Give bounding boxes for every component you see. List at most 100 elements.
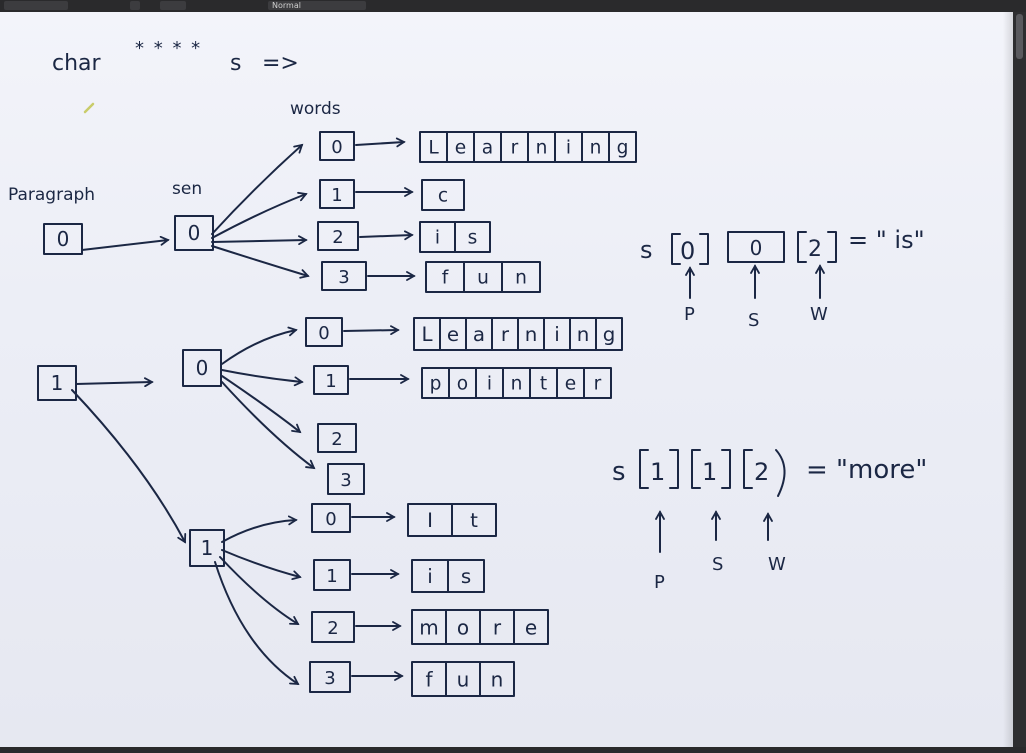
word-node: 3 [321,261,367,291]
letter-cell: a [473,323,485,346]
letter-cell: n [515,268,527,289]
letter-cell-box [479,661,515,697]
word-index: 0 [325,509,336,530]
letter-cell: i [487,374,492,395]
declaration-stars: * * * * [135,38,202,59]
letter-cell: g [617,138,629,159]
declaration-type: char [52,51,102,76]
scrollbar-thumb[interactable] [1016,14,1023,59]
letter-cell: L [421,323,432,346]
example-1: s 0 0 2 = " is" P S W [640,226,925,331]
word-node: 3 [327,463,365,495]
word-node: 0 [305,317,343,347]
letter-cell: e [455,138,466,159]
paragraph-index: 1 [51,371,64,395]
letter-cell: r [501,323,510,346]
paragraph-node-0: 0 [43,223,83,255]
example-index-3: 2 [754,458,769,486]
word-index: 1 [325,371,336,392]
letter-cell-box [583,367,612,399]
example-label-w: W [810,304,828,325]
example-index-1: 1 [650,458,665,486]
sentence-index: 0 [196,356,209,380]
example-label-p: P [654,572,665,593]
word-node: 1 [319,179,355,209]
label-sentence: sen [172,179,202,199]
letter-cell: r [511,138,519,159]
letter-cell: o [457,615,469,639]
letter-cell: f [425,667,433,691]
example-index-1: 0 [680,237,695,265]
toolbar-control[interactable] [160,1,186,10]
word-index: 1 [331,185,342,206]
letter-cell-box [447,559,485,593]
toolbar-control[interactable] [4,1,68,10]
letter-cell: c [438,186,448,207]
paragraph-node-1: 1 [37,365,77,401]
word-index: 3 [338,267,349,288]
example-2: s 1 1 2 = "more" P S W [612,449,927,593]
letter-cell: n [577,323,590,346]
letter-cell: n [491,667,504,691]
word-node: 2 [311,611,355,643]
letter-cell-box [513,609,549,645]
word-node: 0 [319,131,355,161]
letter-cell: e [447,323,459,346]
letter-cell: n [536,138,548,159]
letter-cell-box [501,261,541,293]
letter-cell: m [419,615,438,639]
handwritten-diagram: char * * * * s => Paragraph sen words [8,38,927,697]
status-bar [0,747,1026,753]
letter-cell: e [525,615,537,639]
example-prefix: s [640,236,653,264]
word-index: 0 [318,323,329,344]
pen-mark [83,102,95,114]
letter-cell: t [470,509,478,532]
letter-cell-box [454,221,491,253]
declaration-arrow: => [262,51,299,76]
example-label-w: W [768,554,786,575]
sentence-node-p1-s1: 1 [189,529,225,567]
letter-cell: s [461,565,471,588]
sentence-index: 0 [188,221,201,245]
letter-cell: L [428,138,439,159]
letter-cell-box [595,317,623,351]
word-index: 1 [326,566,337,587]
letter-cell: i [554,323,560,346]
style-dropdown[interactable]: Normal [268,1,366,10]
letter-cell: p [430,374,442,395]
vertical-scrollbar[interactable] [1013,12,1026,747]
word-node: 1 [313,365,349,395]
word-index: 3 [340,470,351,491]
word-index: 0 [331,137,342,158]
word-index: 2 [332,227,343,248]
example-prefix: s [612,457,626,487]
sheet-edge-shadow [1003,12,1013,747]
word-node: 0 [311,503,351,533]
letter-cell-box [421,179,465,211]
example-label-s: S [712,554,723,575]
letter-cell-box [608,131,637,163]
toolbar-icon[interactable] [130,1,140,10]
label-words: words [290,99,341,119]
letter-cell: u [457,667,470,691]
letter-cell: u [477,268,489,289]
letter-cell: i [435,228,440,249]
connector-lines [71,137,416,686]
paragraph-index: 0 [57,227,70,251]
declaration-var: s [230,51,241,76]
letter-cell: i [566,138,571,159]
example-result: = "more" [806,455,927,485]
letter-cell: a [482,138,493,159]
letter-cell: I [427,509,433,532]
declaration: char * * * * s => [52,38,299,76]
example-label-s: S [748,310,759,331]
letter-cell: n [590,138,602,159]
word-index: 2 [327,618,338,639]
example-index-2: 1 [702,458,717,486]
word-node: 2 [317,221,359,251]
sentence-node-p0-s0: 0 [174,215,214,251]
letter-cell: n [511,374,523,395]
sentence-index: 1 [201,536,214,560]
